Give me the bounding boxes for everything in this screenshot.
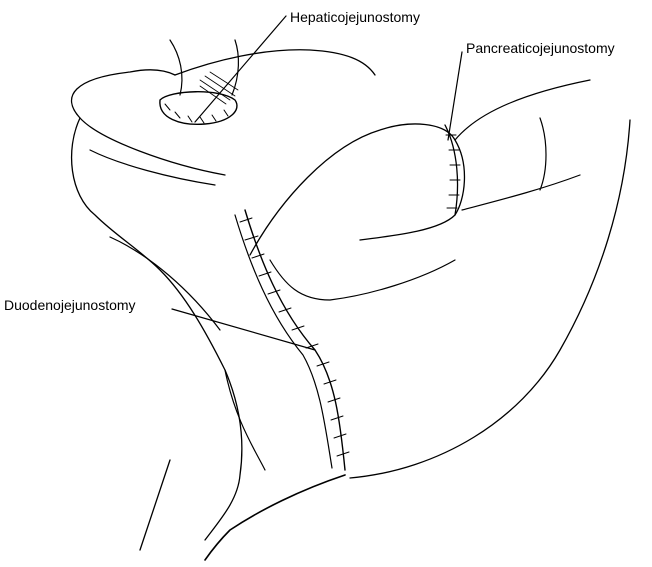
jejunal-loop-outline xyxy=(72,70,225,175)
hepaticojejunostomy-leader xyxy=(195,16,286,122)
stomach-outline xyxy=(350,120,630,478)
lower-limb-left xyxy=(140,460,170,550)
pancreas-lower xyxy=(270,260,455,300)
pancreas-body xyxy=(455,80,590,210)
pancreaticojejunostomy-leader xyxy=(448,52,462,140)
pancreas-outline xyxy=(250,124,464,255)
jejunal-loop-edge xyxy=(110,237,220,330)
jejunal-loop-left xyxy=(72,118,242,540)
jejunal-arch xyxy=(175,50,375,75)
hepatic-hatching xyxy=(200,72,238,104)
duodenojejunostomy-stitches xyxy=(240,218,349,456)
hepatic-duct-left xyxy=(170,40,182,95)
lower-edge xyxy=(205,475,345,560)
duodenojejunostomy-anastomosis xyxy=(245,210,345,470)
duodenojejunostomy-label: Duodenojejunostomy xyxy=(4,297,136,313)
pancreaticojejunostomy-label: Pancreaticojejunostomy xyxy=(466,40,615,56)
hepaticojejunostomy-label: Hepaticojejunostomy xyxy=(290,9,420,25)
